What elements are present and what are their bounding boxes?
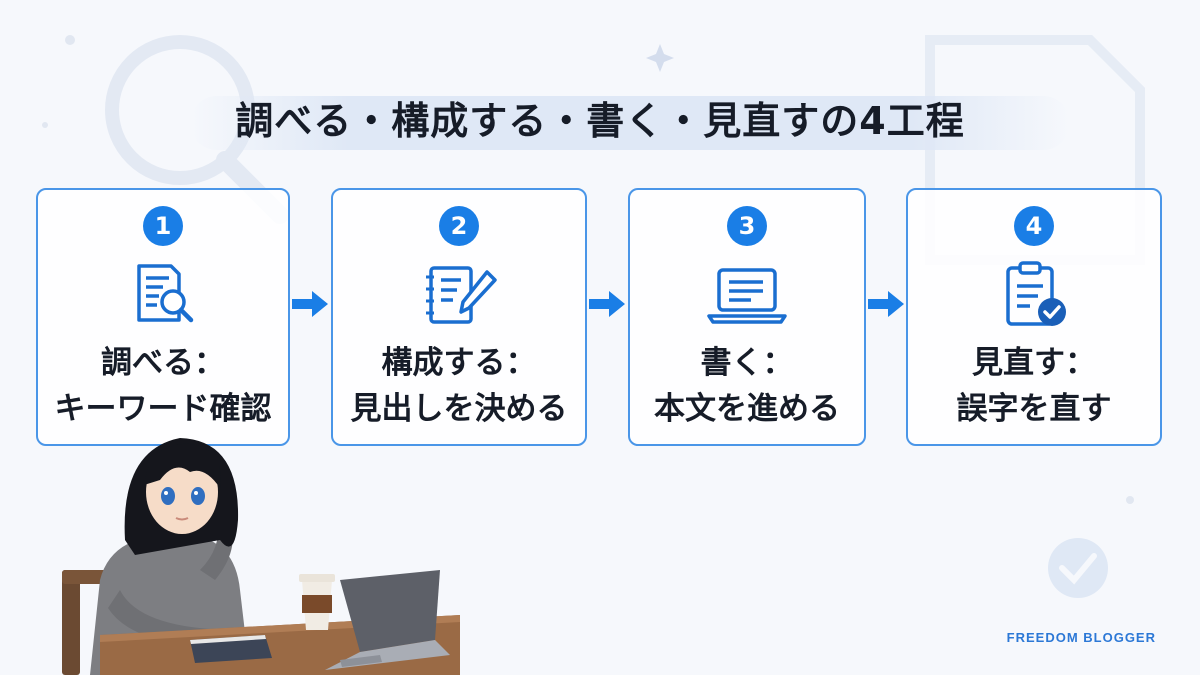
step-title: 調べる： <box>101 345 225 381</box>
step-card-outline: 2 構成する： 見出しを決める <box>331 188 587 446</box>
step-description: 誤字を直す <box>956 391 1112 427</box>
step-number-badge: 4 <box>1014 206 1054 246</box>
step-number-badge: 3 <box>727 206 767 246</box>
step-card-research: 1 調べる： キーワード確認 <box>36 188 290 446</box>
notebook-pencil-icon <box>426 266 497 324</box>
laptop-icon <box>707 268 787 324</box>
step-title: 構成する： <box>381 345 537 381</box>
woman-at-desk-illustration <box>62 438 460 675</box>
step-description: 見出しを決める <box>350 391 568 427</box>
arrow-right-icon <box>292 291 328 317</box>
clipboard-check-icon <box>1006 261 1066 326</box>
step-card-writing: 3 書く： 本文を進める <box>628 188 866 446</box>
step-title: 書く： <box>700 345 794 381</box>
arrow-right-icon <box>589 291 625 317</box>
title-highlight <box>190 96 1070 150</box>
document-search-icon <box>137 264 194 323</box>
step-title: 見直す： <box>972 345 1096 381</box>
step-description: 本文を進める <box>654 391 840 427</box>
step-label: 見直す： 誤字を直す <box>908 340 1160 432</box>
step-description: キーワード確認 <box>54 391 272 427</box>
step-number-badge: 1 <box>143 206 183 246</box>
step-label: 構成する： 見出しを決める <box>333 340 585 432</box>
step-label: 書く： 本文を進める <box>630 340 864 432</box>
arrow-right-icon <box>868 291 904 317</box>
brand-logo-text: FREEDOM BLOGGER <box>1006 630 1156 645</box>
step-card-review: 4 見直す： 誤字を直す <box>906 188 1162 446</box>
page-title: 調べる・構成する・書く・見直すの4工程 <box>235 99 965 143</box>
step-label: 調べる： キーワード確認 <box>38 340 288 432</box>
step-number-badge: 2 <box>439 206 479 246</box>
